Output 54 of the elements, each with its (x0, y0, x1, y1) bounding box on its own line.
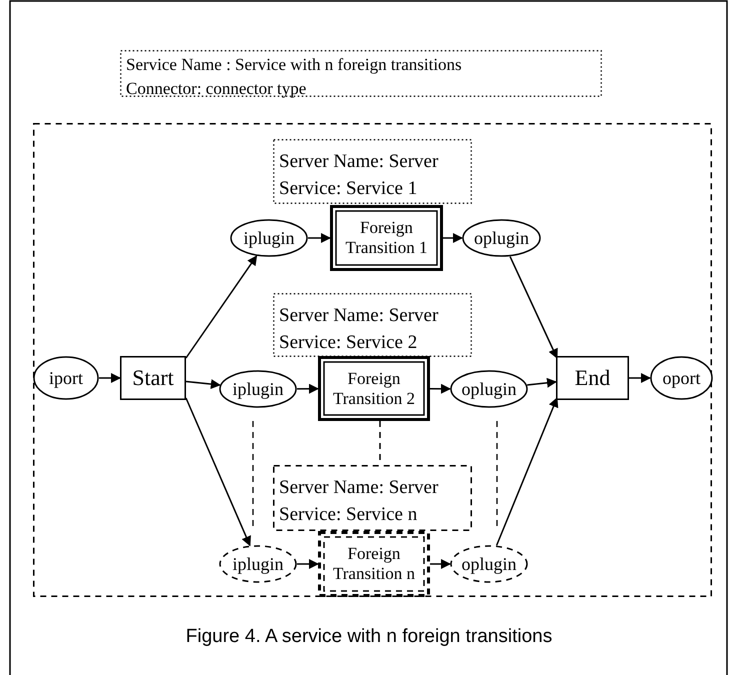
info-text: Server Name: Server (279, 304, 438, 328)
node-label: oplugin (474, 228, 529, 248)
port-ellipse (450, 545, 528, 583)
node-label: oport (662, 368, 700, 388)
port-ellipse (219, 545, 297, 583)
node-label: iplugin (232, 378, 284, 400)
port-ellipse (33, 356, 99, 400)
info-box (120, 50, 602, 97)
arrow (430, 384, 451, 394)
info-text: Server Name: Server (279, 476, 438, 500)
port-ellipse (219, 370, 297, 408)
arrow (430, 559, 451, 569)
info-text: Service Name : Service with n foreign transitions (126, 54, 462, 76)
info-box (273, 139, 472, 204)
arrow (185, 255, 258, 358)
info-box (273, 293, 472, 357)
arrow (527, 378, 557, 388)
arrow (629, 373, 651, 383)
transition-box (318, 356, 430, 421)
port-ellipse (450, 370, 528, 408)
node-label: Foreign Transition 2 (332, 368, 416, 408)
process-box (120, 356, 186, 400)
info-text: Connector: connector type (126, 78, 308, 100)
node-label: Foreign Transition n (332, 544, 416, 584)
port-ellipse (650, 356, 713, 400)
transition-box (330, 205, 443, 271)
arrow (297, 384, 319, 394)
figure-caption: Figure 4. A service with n foreign transitions (184, 626, 554, 648)
service-container (33, 123, 712, 597)
arrow (496, 397, 558, 546)
transition-box (318, 531, 430, 597)
arrow (99, 373, 121, 383)
info-box (273, 465, 472, 531)
node-label: iplugin (243, 228, 294, 248)
info-text: Service: Service n (279, 502, 418, 527)
arrow (308, 233, 331, 243)
node-label: End (574, 365, 610, 391)
info-text: Server Name: Server (279, 150, 438, 174)
port-ellipse (230, 219, 308, 257)
node-label: iplugin (232, 554, 284, 574)
arrow (186, 379, 221, 390)
port-ellipse (462, 219, 541, 257)
arrow (509, 256, 558, 359)
node-label: oplugin (461, 554, 516, 574)
node-label: Start (132, 365, 174, 391)
info-text: Service: Service 1 (279, 176, 418, 201)
node-label: iport (49, 368, 83, 388)
process-box (556, 356, 629, 400)
arrow (297, 559, 319, 569)
node-label: oplugin (461, 378, 516, 400)
node-label: Foreign Transition 1 (344, 218, 429, 258)
arrow (443, 233, 463, 243)
info-text: Service: Service 2 (279, 330, 418, 355)
arrow (185, 398, 251, 546)
